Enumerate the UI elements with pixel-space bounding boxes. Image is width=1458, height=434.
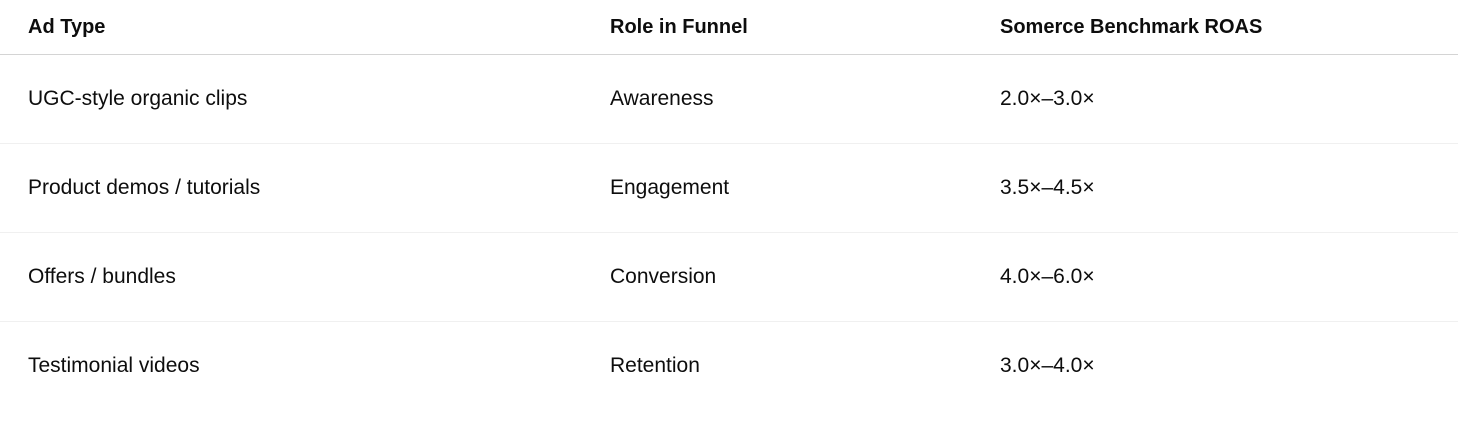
table-row: Testimonial videos Retention 3.0×–4.0×	[0, 322, 1458, 411]
cell-benchmark-roas: 2.0×–3.0×	[1000, 86, 1095, 110]
cell-ad-type: Product demos / tutorials	[28, 175, 261, 199]
table-row: Offers / bundles Conversion 4.0×–6.0×	[0, 233, 1458, 322]
cell-role-in-funnel: Retention	[610, 354, 700, 378]
cell-ad-type: Offers / bundles	[28, 264, 176, 288]
cell-benchmark-roas: 4.0×–6.0×	[1000, 264, 1095, 288]
cell-benchmark-roas: 3.5×–4.5×	[1000, 175, 1095, 199]
cell-role-in-funnel: Conversion	[610, 264, 717, 288]
cell-ad-type: UGC-style organic clips	[28, 86, 248, 110]
benchmark-roas-table: Ad Type Role in Funnel Somerce Benchmark…	[0, 0, 1458, 411]
table-row: Product demos / tutorials Engagement 3.5…	[0, 144, 1458, 233]
table-header-row: Ad Type Role in Funnel Somerce Benchmark…	[0, 0, 1458, 55]
column-header-role-in-funnel: Role in Funnel	[610, 15, 748, 38]
cell-benchmark-roas: 3.0×–4.0×	[1000, 354, 1095, 378]
cell-role-in-funnel: Engagement	[610, 175, 730, 199]
cell-ad-type: Testimonial videos	[28, 354, 200, 378]
column-header-benchmark-roas: Somerce Benchmark ROAS	[1000, 15, 1263, 38]
column-header-ad-type: Ad Type	[28, 15, 106, 38]
cell-role-in-funnel: Awareness	[610, 86, 714, 110]
table-row: UGC-style organic clips Awareness 2.0×–3…	[0, 55, 1458, 144]
